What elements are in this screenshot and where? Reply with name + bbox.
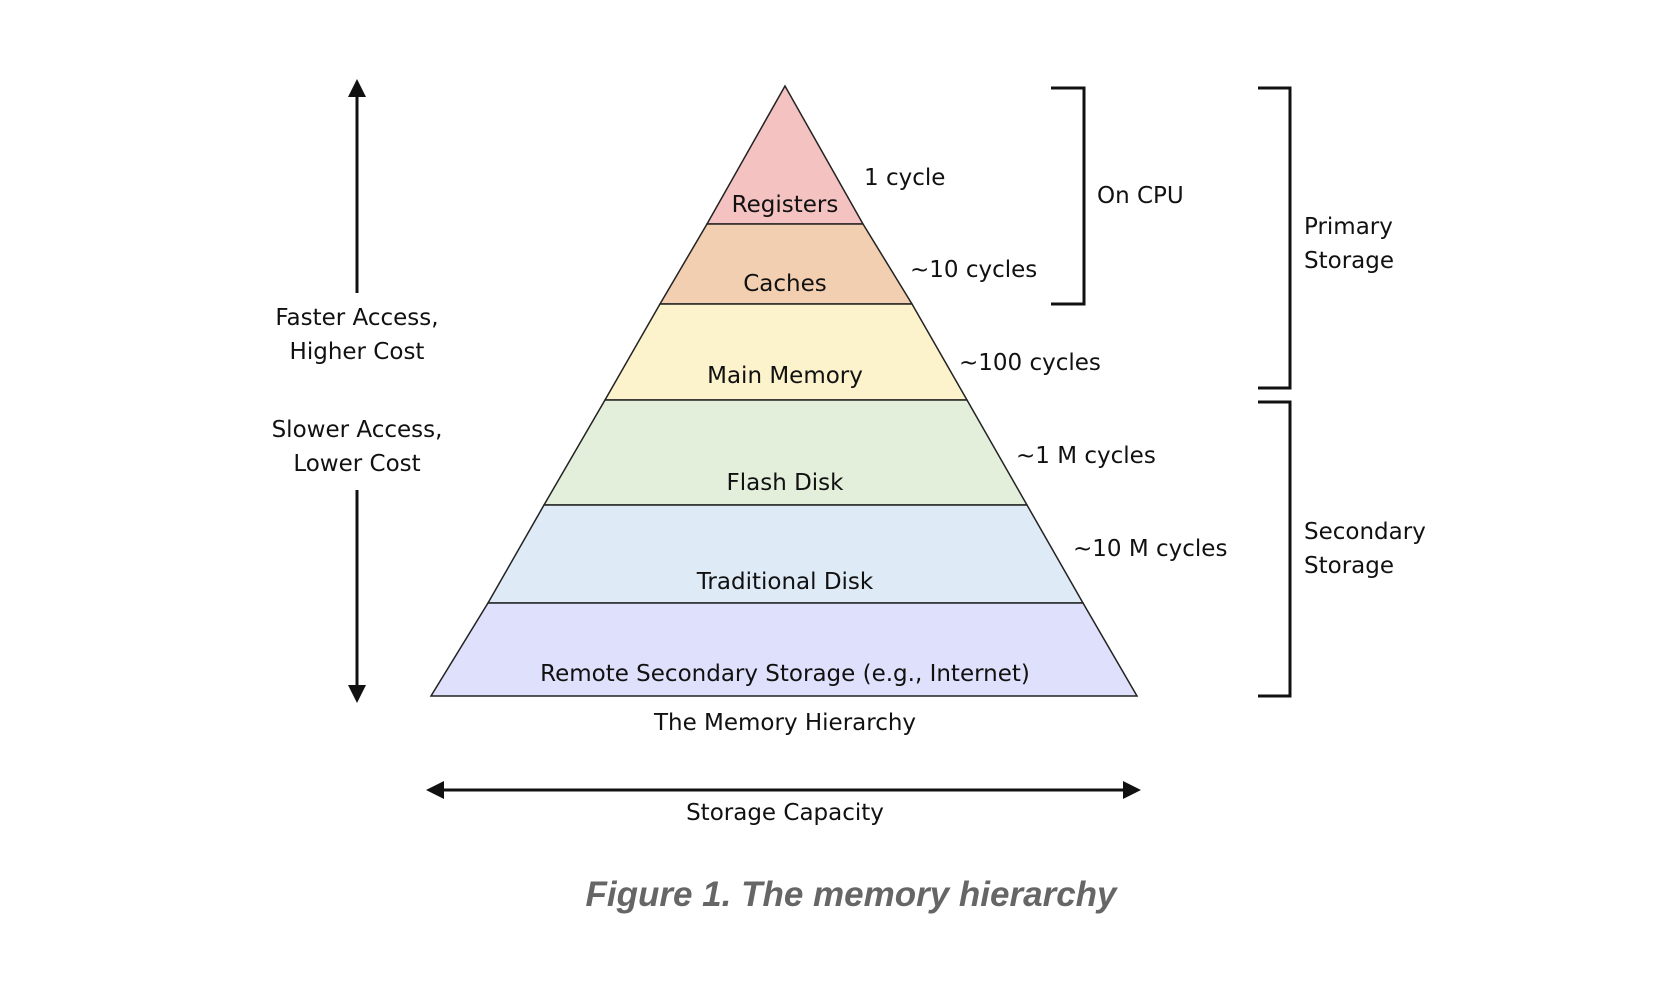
latency-traditional-disk: ~10 M cycles xyxy=(1073,536,1227,562)
latency-registers: 1 cycle xyxy=(864,165,945,191)
layer-label-caches: Caches xyxy=(743,271,827,297)
left-axis: Faster Access, Higher Cost Slower Access… xyxy=(272,79,443,703)
bracket-secondary-storage xyxy=(1258,400,1292,698)
layer-label-traditional-disk: Traditional Disk xyxy=(696,569,874,595)
latency-flash-disk: ~1 M cycles xyxy=(1016,443,1156,469)
layer-remote-storage xyxy=(429,602,1139,697)
left-axis-top-label-line2: Higher Cost xyxy=(290,339,425,365)
bracket-label-primary-line1: Primary xyxy=(1304,214,1393,240)
bracket-primary-storage xyxy=(1258,86,1292,390)
bracket-label-primary-line2: Storage xyxy=(1304,248,1394,274)
left-axis-bottom-label-line2: Lower Cost xyxy=(293,451,420,477)
layer-label-registers: Registers xyxy=(732,192,839,218)
left-axis-top-label-line1: Faster Access, xyxy=(275,305,438,331)
bracket-label-secondary-line1: Secondary xyxy=(1304,519,1426,545)
figure-caption: Figure 1. The memory hierarchy xyxy=(585,875,1118,914)
pyramid-title: The Memory Hierarchy xyxy=(653,710,916,736)
bottom-axis: Storage Capacity xyxy=(426,781,1141,826)
latency-main-memory: ~100 cycles xyxy=(959,350,1101,376)
bracket-label-secondary-line2: Storage xyxy=(1304,553,1394,579)
layer-label-flash-disk: Flash Disk xyxy=(727,470,845,496)
bracket-on-cpu xyxy=(1051,86,1086,306)
layer-label-main-memory: Main Memory xyxy=(707,363,863,389)
pyramid xyxy=(429,84,1139,697)
bracket-label-on-cpu: On CPU xyxy=(1097,183,1184,209)
latency-caches: ~10 cycles xyxy=(910,257,1037,283)
bottom-axis-label: Storage Capacity xyxy=(686,800,884,826)
left-axis-bottom-label-line1: Slower Access, xyxy=(272,417,443,443)
brackets xyxy=(1051,86,1292,698)
layer-label-remote-storage: Remote Secondary Storage (e.g., Internet… xyxy=(540,661,1030,687)
